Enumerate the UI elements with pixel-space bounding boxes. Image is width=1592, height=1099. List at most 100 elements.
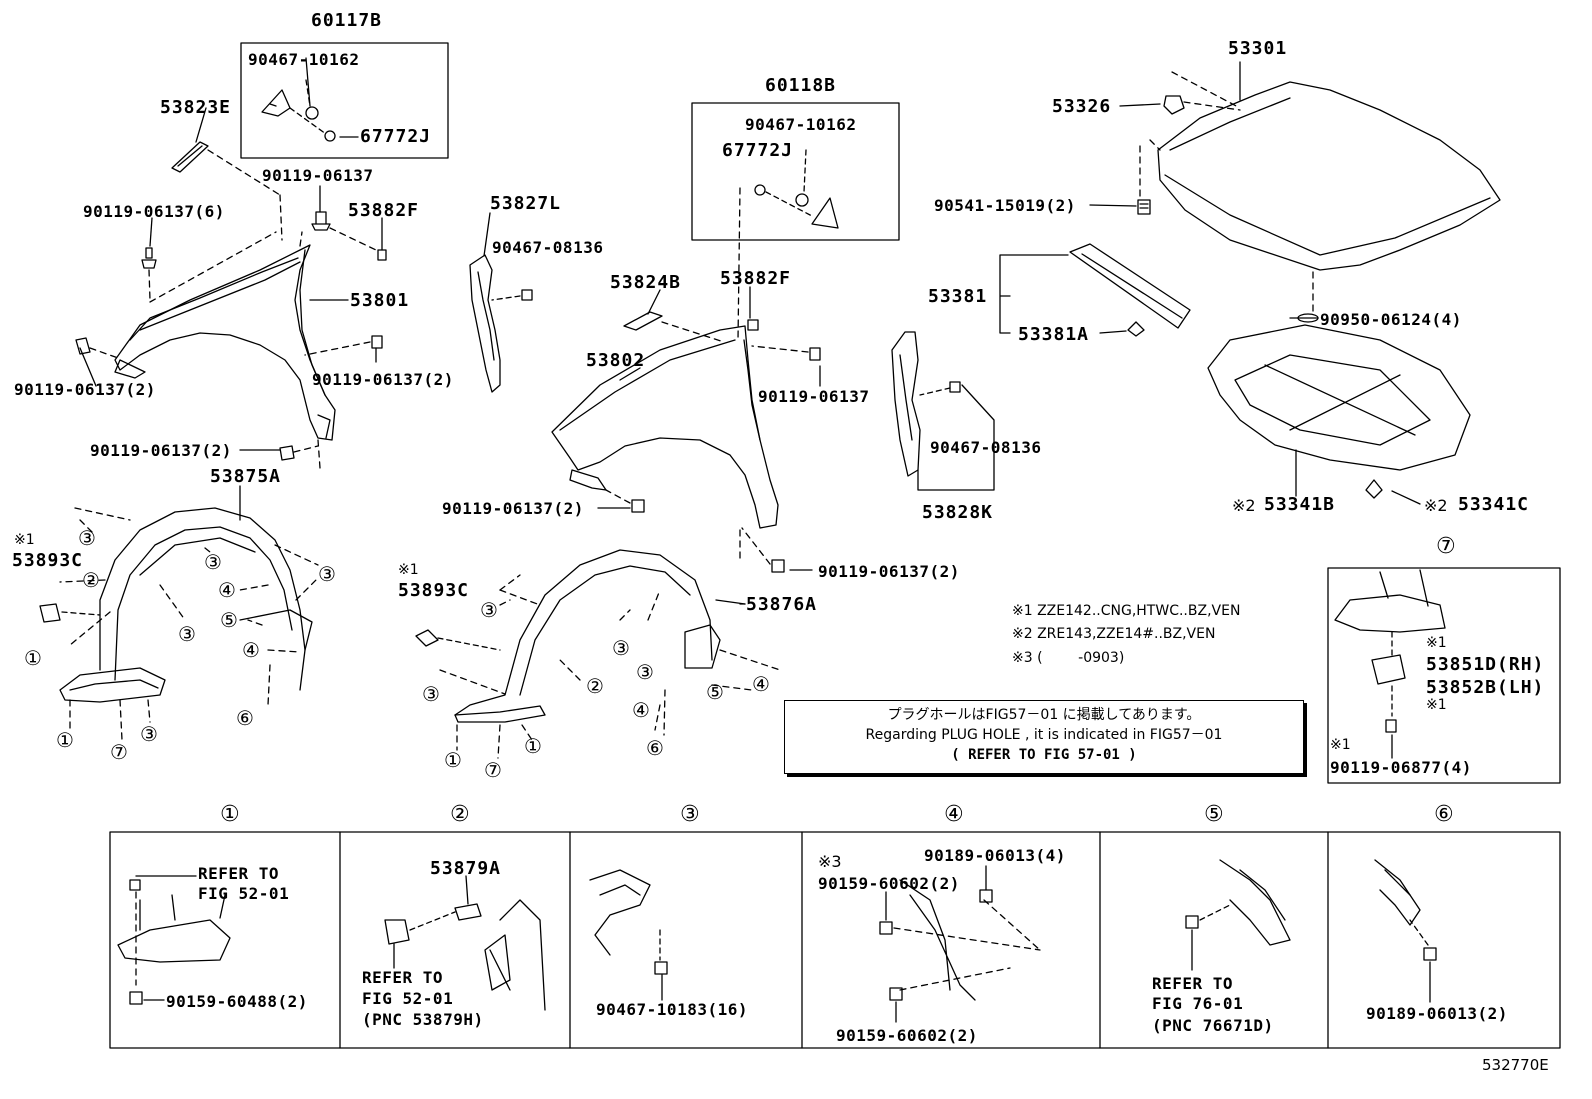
callout-3: ③ bbox=[636, 660, 654, 684]
part-53827L[interactable]: 53827L bbox=[490, 193, 562, 214]
callout-7: ⑦ bbox=[484, 758, 502, 782]
callout-3: ③ bbox=[140, 722, 158, 746]
callout-4: ④ bbox=[632, 698, 650, 722]
detail-2-pnc: (PNC 53879H) bbox=[362, 1010, 484, 1029]
callout-2: ② bbox=[82, 568, 100, 592]
part-90119-06137-2c[interactable]: 90119-06137(2) bbox=[90, 441, 232, 460]
part-67772J-b[interactable]: 67772J bbox=[722, 140, 794, 161]
part-53875A[interactable]: 53875A bbox=[210, 466, 282, 487]
part-90467-08136-a[interactable]: 90467-08136 bbox=[492, 238, 604, 257]
part-53801[interactable]: 53801 bbox=[350, 290, 410, 311]
detail-5-pnc: (PNC 76671D) bbox=[1152, 1016, 1274, 1035]
detail-header-2: ② bbox=[450, 802, 470, 827]
part-90467-10162-b[interactable]: 90467-10162 bbox=[745, 115, 857, 134]
detail-header-4: ④ bbox=[944, 802, 964, 827]
part-90467-10162-a[interactable]: 90467-10162 bbox=[248, 50, 360, 69]
callout-4: ④ bbox=[218, 578, 236, 602]
part-60118B[interactable]: 60118B bbox=[765, 75, 837, 96]
fender-left-group bbox=[75, 79, 387, 469]
hood-group bbox=[891, 71, 1501, 499]
part-53301[interactable]: 53301 bbox=[1228, 38, 1288, 59]
part-60117B[interactable]: 60117B bbox=[311, 10, 383, 31]
part-53851D[interactable]: 53851D(RH) bbox=[1426, 654, 1545, 675]
part-53341B[interactable]: 53341B bbox=[1264, 494, 1336, 515]
callout-7: ⑦ bbox=[110, 740, 128, 764]
callout-2: ② bbox=[586, 674, 604, 698]
detail-1-fig[interactable]: FIG 52-01 bbox=[198, 884, 290, 903]
callout-1: ① bbox=[56, 728, 74, 752]
mark-1-b: ※1 bbox=[398, 562, 419, 578]
part-90950-06124[interactable]: 90950-06124(4) bbox=[1320, 310, 1462, 329]
part-90119-06137-6[interactable]: 90119-06137(6) bbox=[83, 202, 225, 221]
part-53823E[interactable]: 53823E bbox=[160, 97, 232, 118]
detail-2-refer-to: REFER TO bbox=[362, 968, 444, 987]
part-90159-60488[interactable]: 90159-60488(2) bbox=[166, 992, 308, 1011]
mark-1-c: ※1 bbox=[1426, 635, 1447, 651]
part-53882F-a[interactable]: 53882F bbox=[348, 200, 420, 221]
callout-1: ① bbox=[444, 748, 462, 772]
liner-right-group bbox=[415, 549, 781, 759]
detail-header-3: ③ bbox=[680, 802, 700, 827]
part-90119-06137-b[interactable]: 90119-06137 bbox=[758, 387, 870, 406]
part-53852B[interactable]: 53852B(LH) bbox=[1426, 677, 1545, 698]
kit-60117B-box bbox=[240, 42, 449, 159]
part-90467-10183[interactable]: 90467-10183(16) bbox=[596, 1000, 748, 1019]
kit-60118B-box bbox=[691, 102, 900, 241]
mark-2-b: ※2 bbox=[1424, 496, 1448, 515]
part-53326[interactable]: 53326 bbox=[1052, 96, 1112, 117]
notice-jp: プラグホールはFIG57－01 に掲載してあります。 bbox=[887, 707, 1201, 723]
callout-5: ⑤ bbox=[220, 608, 238, 632]
mark-3: ※3 bbox=[818, 852, 842, 871]
callout-6: ⑥ bbox=[646, 736, 664, 760]
part-90119-06877[interactable]: 90119-06877(4) bbox=[1330, 758, 1472, 777]
detail-1-refer-to: REFER TO bbox=[198, 864, 280, 883]
callout-4: ④ bbox=[752, 672, 770, 696]
detail-5-fig[interactable]: FIG 76-01 bbox=[1152, 994, 1244, 1013]
part-53879A[interactable]: 53879A bbox=[430, 858, 502, 879]
part-90119-06137-2b[interactable]: 90119-06137(2) bbox=[312, 370, 454, 389]
callout-3: ③ bbox=[612, 636, 630, 660]
inset-7-drawing bbox=[1334, 569, 1446, 733]
plug-hole-notice: プラグホールはFIG57－01 に掲載してあります。 Regarding PLU… bbox=[784, 700, 1304, 774]
callout-6: ⑥ bbox=[236, 706, 254, 730]
part-53828K[interactable]: 53828K bbox=[922, 502, 994, 523]
part-53381[interactable]: 53381 bbox=[928, 286, 988, 307]
part-90119-06137-2e[interactable]: 90119-06137(2) bbox=[818, 562, 960, 581]
part-90119-06137-2d[interactable]: 90119-06137(2) bbox=[442, 499, 584, 518]
part-90119-06137-2a[interactable]: 90119-06137(2) bbox=[14, 380, 156, 399]
part-53824B[interactable]: 53824B bbox=[610, 272, 682, 293]
part-90119-06137-a[interactable]: 90119-06137 bbox=[262, 166, 374, 185]
part-53893C-b[interactable]: 53893C bbox=[398, 580, 470, 601]
leader-lines bbox=[79, 57, 1431, 1023]
part-53876A[interactable]: 53876A bbox=[746, 594, 818, 615]
detail-2-fig[interactable]: FIG 52-01 bbox=[362, 989, 454, 1008]
detail-5-refer-to: REFER TO bbox=[1152, 974, 1234, 993]
part-67772J-a[interactable]: 67772J bbox=[360, 126, 432, 147]
part-90541-15019[interactable]: 90541-15019(2) bbox=[934, 196, 1076, 215]
figure-id: 532770E bbox=[1482, 1056, 1549, 1074]
callout-3: ③ bbox=[480, 598, 498, 622]
part-90467-08136-b[interactable]: 90467-08136 bbox=[930, 438, 1042, 457]
footnote-2: ※2 ZRE143,ZZE14#..BZ,VEN bbox=[1012, 626, 1216, 642]
part-53381A[interactable]: 53381A bbox=[1018, 324, 1090, 345]
part-90189-06013-2[interactable]: 90189-06013(2) bbox=[1366, 1004, 1508, 1023]
part-53893C-a[interactable]: 53893C bbox=[12, 550, 84, 571]
notice-ref: ( REFER TO FIG 57-01 ) bbox=[951, 747, 1137, 763]
detail-drawings bbox=[117, 859, 1437, 1011]
detail-header-6: ⑥ bbox=[1434, 802, 1454, 827]
part-90159-60602-2b[interactable]: 90159-60602(2) bbox=[836, 1026, 978, 1045]
callout-1: ① bbox=[524, 734, 542, 758]
detail-header-5: ⑤ bbox=[1204, 802, 1224, 827]
mark-1-a: ※1 bbox=[14, 532, 35, 548]
fender-right-group bbox=[469, 149, 839, 573]
part-53802[interactable]: 53802 bbox=[586, 350, 646, 371]
part-53341C[interactable]: 53341C bbox=[1458, 494, 1530, 515]
part-53882F-b[interactable]: 53882F bbox=[720, 268, 792, 289]
callout-3: ③ bbox=[422, 682, 440, 706]
part-90159-60602-2a[interactable]: 90159-60602(2) bbox=[818, 874, 960, 893]
notice-en: Regarding PLUG HOLE , it is indicated in… bbox=[865, 727, 1223, 743]
callout-1: ① bbox=[24, 646, 42, 670]
part-90189-06013-4[interactable]: 90189-06013(4) bbox=[924, 846, 1066, 865]
circle-7-inset: ⑦ bbox=[1436, 534, 1456, 559]
